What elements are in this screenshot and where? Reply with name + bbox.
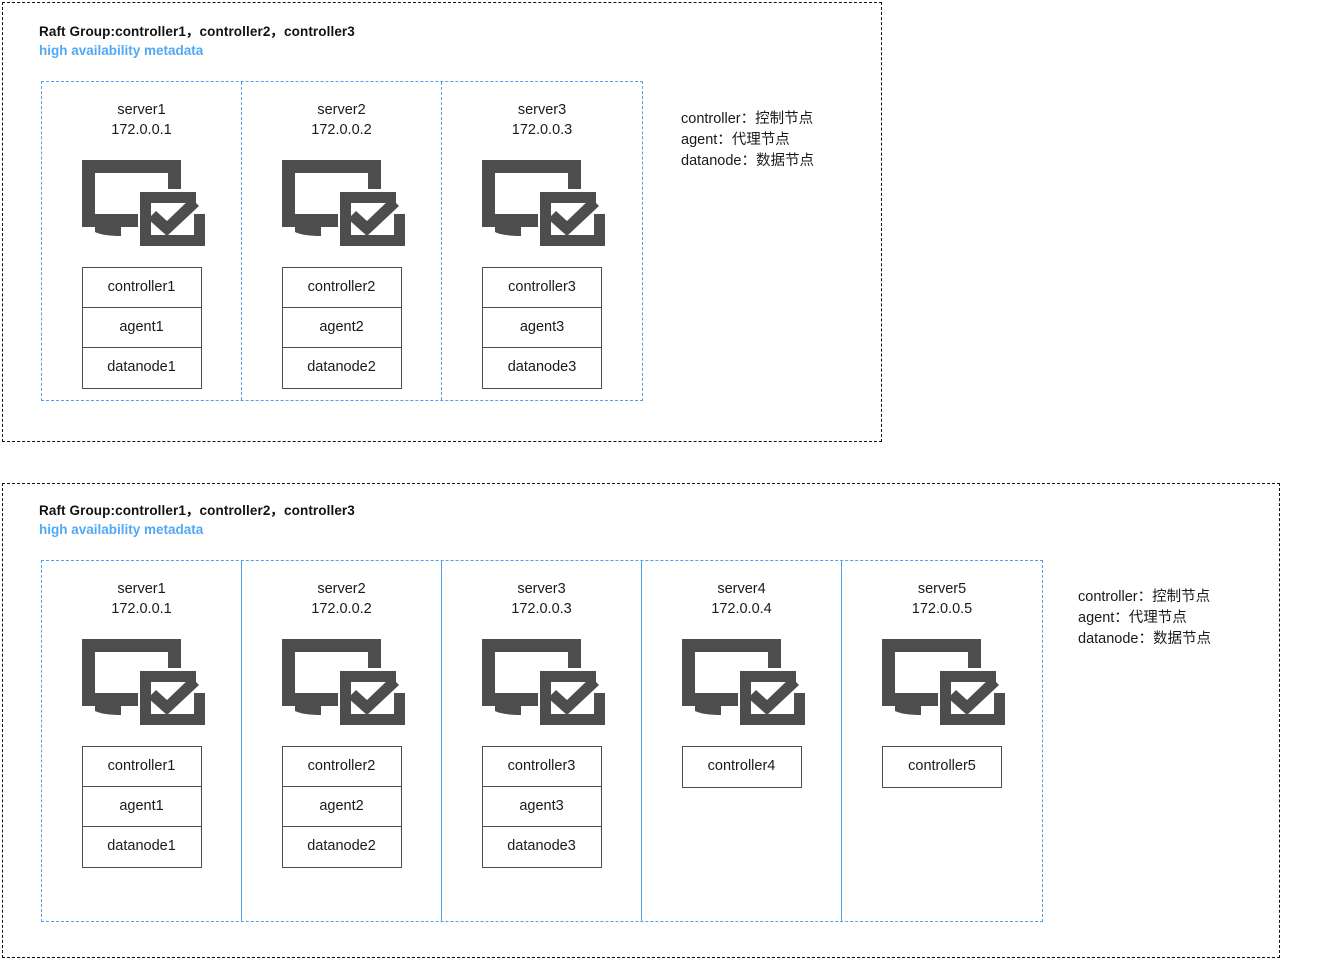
server-column-server4[interactable]: server4 172.0.0.4 controller4 [642,561,842,921]
server-name: server2 [317,102,366,118]
cluster-frame-five-node: Raft Group:controller1，controller2，contr… [2,483,1280,958]
server-column-server2[interactable]: server2 172.0.0.2 controller2 agent2 dat… [242,561,442,921]
server-column-server5[interactable]: server5 172.0.0.5 controller5 [842,561,1042,921]
server-name: server1 [117,581,166,597]
server-ip: 172.0.0.3 [511,601,572,617]
legend-item-agent: agent：代理节点 [1078,610,1187,626]
role-box-agent[interactable]: agent2 [282,308,401,348]
role-box-controller[interactable]: controller1 [82,747,201,787]
raft-group-label: Raft Group:controller1，controller2，contr… [39,503,355,518]
server-column-server3[interactable]: server3 172.0.0.3 controller3 agent3 dat… [442,82,642,400]
server-column-server3[interactable]: server3 172.0.0.3 controller3 agent3 dat… [442,561,642,921]
role-box-controller[interactable]: controller1 [82,268,201,308]
role-stack: controller1 agent1 datanode1 [81,267,202,389]
server-ip: 172.0.0.5 [911,601,973,617]
monitor-check-icon [78,158,206,251]
role-box-datanode[interactable]: datanode2 [282,827,401,867]
server-ip: 172.0.0.2 [311,601,372,617]
server-ip: 172.0.0.2 [311,122,372,138]
role-box-controller[interactable]: controller3 [483,268,601,308]
legend-item-datanode: datanode：数据节点 [1078,631,1211,647]
role-stack: controller4 [681,746,802,788]
role-stack: controller3 agent3 datanode3 [481,746,602,868]
role-box-datanode[interactable]: datanode2 [282,348,401,388]
monitor-check-icon [478,158,606,251]
server-name: server3 [517,581,566,597]
monitor-check-icon [678,637,806,730]
monitor-check-icon [878,637,1006,730]
monitor-check-icon [278,637,406,730]
legend-five-node: controller：控制节点 agent：代理节点 datanode：数据节点 [1078,587,1211,650]
cluster-frame-three-node: Raft Group:controller1，controller2，contr… [2,2,882,442]
high-availability-metadata-label: high availability metadata [39,43,204,58]
raft-group-label: Raft Group:controller1，controller2，contr… [39,24,355,39]
role-box-controller[interactable]: controller2 [282,268,401,308]
role-box-controller[interactable]: controller2 [282,747,401,787]
role-stack: controller3 agent3 datanode3 [482,267,602,389]
server-strip-three-node: server1 172.0.0.1 controller1 agent1 dat… [41,81,643,401]
server-strip-five-node: server1 172.0.0.1 controller1 agent1 dat… [41,560,1043,922]
role-box-agent[interactable]: agent3 [483,308,601,348]
high-availability-metadata-label: high availability metadata [39,522,204,537]
role-box-datanode[interactable]: datanode1 [82,827,201,867]
cluster-heading-three-node: Raft Group:controller1，controller2，contr… [39,23,355,60]
role-box-agent[interactable]: agent1 [82,308,201,348]
role-stack: controller1 agent1 datanode1 [81,746,202,868]
server-column-server2[interactable]: server2 172.0.0.2 controller2 agent2 dat… [242,82,442,400]
role-box-agent[interactable]: agent2 [282,787,401,827]
server-ip: 172.0.0.4 [711,601,772,617]
server-column-server1[interactable]: server1 172.0.0.1 controller1 agent1 dat… [42,561,242,921]
legend-item-controller: controller：控制节点 [681,111,814,127]
server-ip: 172.0.0.1 [111,122,172,138]
role-box-agent[interactable]: agent3 [482,787,601,827]
role-box-agent[interactable]: agent1 [82,787,201,827]
role-stack: controller5 [882,746,1002,788]
role-box-controller[interactable]: controller5 [883,747,1001,787]
role-box-datanode[interactable]: datanode1 [82,348,201,388]
legend-item-controller: controller：控制节点 [1078,589,1211,605]
role-stack: controller2 agent2 datanode2 [281,746,402,868]
legend-three-node: controller：控制节点 agent：代理节点 datanode：数据节点 [681,109,814,172]
role-box-controller[interactable]: controller4 [682,747,801,787]
role-box-datanode[interactable]: datanode3 [483,348,601,388]
server-name: server1 [117,102,166,118]
server-column-server1[interactable]: server1 172.0.0.1 controller1 agent1 dat… [42,82,242,400]
server-ip: 172.0.0.3 [511,122,573,138]
role-box-datanode[interactable]: datanode3 [482,827,601,867]
monitor-check-icon [78,637,206,730]
monitor-check-icon [478,637,606,730]
server-name: server5 [917,581,967,597]
role-box-controller[interactable]: controller3 [482,747,601,787]
legend-item-datanode: datanode：数据节点 [681,153,814,169]
server-name: server4 [717,581,766,597]
cluster-heading-five-node: Raft Group:controller1，controller2，contr… [39,502,355,539]
role-stack: controller2 agent2 datanode2 [281,267,402,389]
server-name: server3 [517,102,567,118]
legend-item-agent: agent：代理节点 [681,132,790,148]
server-name: server2 [317,581,366,597]
server-ip: 172.0.0.1 [111,601,172,617]
monitor-check-icon [278,158,406,251]
